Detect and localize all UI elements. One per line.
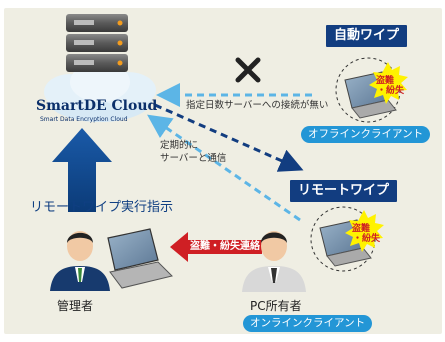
no-connection-note: 指定日数サーバーへの接続が無い xyxy=(186,100,329,111)
pc-owner-person-icon xyxy=(242,231,306,292)
server-icon xyxy=(66,14,128,72)
theft-starburst-online xyxy=(345,210,384,252)
blocked-x-icon xyxy=(235,57,261,83)
online-client-label: オンラインクライアント xyxy=(243,315,373,332)
admin-person-icon xyxy=(50,231,110,291)
admin-label: 管理者 xyxy=(57,299,94,313)
periodic-note-line1: 定期的に xyxy=(160,140,199,151)
offline-client-label: オフラインクライアント xyxy=(301,126,431,143)
theft-text-offline-1: 盗難 xyxy=(376,76,395,86)
theft-text-online-1: 盗難 xyxy=(352,224,371,234)
pc-owner-label: PC所有者 xyxy=(250,299,302,313)
logo-title: SmartDE Cloud xyxy=(36,98,158,114)
periodic-note-line2: サーバーと通信 xyxy=(160,153,227,164)
online-laptop-ring xyxy=(310,206,376,272)
remote-wipe-command-line xyxy=(154,103,304,172)
theft-starburst-offline xyxy=(369,62,408,104)
logo-subtitle: Smart Data Encryption Cloud xyxy=(40,116,128,123)
remote-wipe-badge: リモートワイプ xyxy=(290,180,398,202)
remote-command-label: リモートワイプ実行指示 xyxy=(30,200,174,215)
report-arrow-label: 盗難・紛失連絡 xyxy=(190,241,260,252)
periodic-sync-line xyxy=(147,114,301,222)
admin-laptop-icon xyxy=(107,228,173,289)
remote-command-arrow xyxy=(52,128,112,212)
auto-wipe-badge: 自動ワイプ xyxy=(326,25,408,47)
theft-text-online-2: ・紛失 xyxy=(353,234,381,244)
report-arrow xyxy=(170,232,262,262)
theft-text-offline-2: ・紛失 xyxy=(377,86,405,96)
